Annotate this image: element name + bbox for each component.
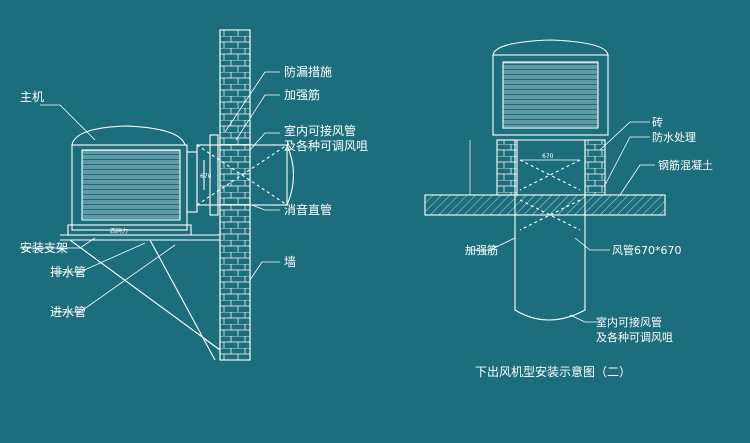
mounting-bracket xyxy=(60,234,221,361)
cooler-unit xyxy=(67,125,198,236)
brick-piers xyxy=(496,139,606,196)
dim-vertical-left: 670 xyxy=(200,173,212,180)
label-indoor-duct-right-1: 室内可接风管 xyxy=(596,315,662,329)
brand-plate: 西码力 xyxy=(110,227,128,235)
label-reinforcement-left: 加强筋 xyxy=(284,87,320,102)
brick-wall xyxy=(219,29,251,361)
right-diagram xyxy=(424,39,666,323)
label-host: 主机 xyxy=(20,90,44,104)
label-concrete: 钢筋混凝土 xyxy=(658,158,713,172)
wall-duct xyxy=(196,134,295,216)
cooler-unit-top xyxy=(492,39,609,136)
label-inlet-pipe: 进水管 xyxy=(50,304,86,319)
label-waterproof: 防水处理 xyxy=(652,130,696,144)
leader-lines-right xyxy=(465,121,655,323)
left-diagram xyxy=(20,29,295,361)
label-drain-pipe: 排水管 xyxy=(50,264,86,279)
dimension-lines xyxy=(469,140,580,195)
leader-lines xyxy=(20,71,280,313)
vertical-duct xyxy=(514,139,586,321)
label-wall: 墙 xyxy=(284,255,296,269)
label-muffler-pipe: 消音直管 xyxy=(284,202,332,217)
label-indoor-duct-2: 及各种可调风咀 xyxy=(284,138,368,153)
dim-top-right: 670 xyxy=(542,153,554,160)
label-reinforcement-right: 加强筋 xyxy=(465,243,498,257)
caption: 下出风机型安装示意图（二） xyxy=(475,364,631,379)
label-indoor-duct-right-2: 及各种可调风咀 xyxy=(596,330,673,344)
label-leak-proof: 防漏措施 xyxy=(284,64,332,79)
label-mount-bracket: 安装支架 xyxy=(20,240,68,255)
label-duct-size: 风管670*670 xyxy=(612,243,682,257)
concrete-slab xyxy=(424,194,666,216)
label-indoor-duct-1: 室内可接风管 xyxy=(284,123,356,138)
label-brick: 砖 xyxy=(652,115,663,129)
